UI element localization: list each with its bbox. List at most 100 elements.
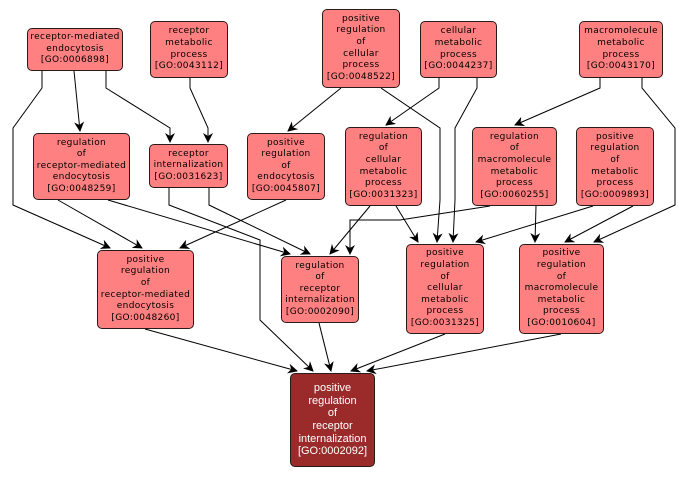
term-label-line: positive [542, 248, 581, 259]
term-label-line: receptor [168, 148, 209, 159]
term-label-line: regulation [336, 25, 386, 36]
term-id: [GO:0031623] [154, 171, 223, 182]
term-label-line: regulation [590, 143, 640, 154]
term-label-line: of [315, 272, 325, 283]
edge-arrow [564, 205, 634, 243]
term-label-line: of [76, 149, 87, 160]
term-label-line: of [610, 154, 620, 165]
term-id: [GO:0010604] [527, 317, 596, 328]
term-id: [GO:0002092] [297, 445, 368, 458]
term-label-line: positive [425, 248, 465, 259]
term-label-line: of [440, 271, 450, 282]
term-label-line: process [596, 178, 634, 189]
term-label-line: receptor [168, 26, 210, 37]
term-label-line: of [509, 143, 520, 154]
term-label-line: regulation [536, 260, 587, 271]
term-id: [GO:0044237] [424, 61, 493, 72]
term-label-line: macromolecule [524, 283, 599, 294]
term-id: [GO:0048259] [47, 183, 116, 194]
term-label-line: cellular [365, 154, 402, 165]
edge-arrow [385, 78, 440, 126]
term-label-line: cellular [440, 26, 477, 37]
edge-arrow [168, 188, 314, 372]
term-label-line: process [426, 306, 464, 317]
term-label-line: metabolic [421, 294, 469, 305]
term-label-line: internalization [298, 432, 367, 445]
term-label-line: endocytosis [257, 172, 315, 183]
term-label-line: internalization [153, 160, 224, 171]
term-label-line: metabolic [537, 294, 586, 305]
edge-arrow [208, 188, 311, 255]
term-label-line: regulation [358, 131, 409, 142]
term-label-line: process [364, 178, 403, 189]
edge-arrow [144, 328, 298, 374]
edge-arrow [105, 71, 175, 143]
edge-arrow [448, 78, 478, 243]
term-label-line: metabolic [434, 37, 483, 48]
term-label-line: macromolecule [477, 154, 552, 165]
term-label-line: of [140, 277, 151, 288]
term-label-line: receptor [312, 420, 353, 432]
term-label-line: metabolic [597, 37, 645, 48]
term-label-line: metabolic [490, 166, 539, 177]
edge-arrow [73, 70, 85, 132]
term-label-line: positive [266, 137, 306, 148]
term-label-line: metabolic [591, 166, 639, 177]
term-label-line: process [170, 49, 208, 60]
term-label-line: endocytosis [46, 43, 104, 54]
term-label-line: regulation [489, 131, 540, 142]
term-label-line: metabolic [165, 37, 213, 48]
term-label-line: process [439, 49, 478, 60]
term-label-line: of [356, 36, 366, 47]
edge-arrow [189, 78, 213, 143]
term-label-line: process [495, 178, 534, 189]
term-label-line: receptor [299, 283, 341, 294]
term-label-line: of [327, 407, 338, 420]
term-id: [GO:0031325] [410, 317, 480, 328]
term-label-line: metabolic [359, 166, 408, 177]
term-id: [GO:0009893] [580, 189, 650, 200]
term-id: [GO:0043170] [586, 61, 656, 72]
term-label-line: regulation [308, 394, 357, 407]
term-id: [GO:0048522] [326, 71, 396, 82]
term-label-line: receptor-mediated [100, 289, 191, 300]
term-label-line: regulation [261, 149, 311, 160]
term-label-line: positive [313, 382, 352, 395]
term-label-line: regulation [295, 260, 345, 271]
term-id: [GO:0060255] [480, 189, 549, 200]
term-label-line: endocytosis [52, 172, 111, 183]
edge-arrow [318, 322, 334, 372]
edge-arrow [107, 199, 291, 257]
term-label-line: process [542, 306, 581, 317]
term-label-line: of [281, 160, 291, 171]
term-label-line: process [602, 49, 640, 60]
edge-arrow [475, 205, 594, 245]
term-id: [GO:0048260] [111, 312, 180, 323]
term-label-line: cellular [343, 48, 379, 59]
term-label-line: endocytosis [116, 301, 175, 312]
term-label-line: positive [595, 131, 635, 142]
edge-arrow [395, 205, 419, 243]
term-label-line: regulation [420, 260, 470, 271]
term-id: [GO:0006898] [40, 55, 110, 66]
edge-arrow [345, 205, 491, 255]
edge-arrow [287, 87, 342, 132]
term-label-line: of [556, 271, 567, 282]
